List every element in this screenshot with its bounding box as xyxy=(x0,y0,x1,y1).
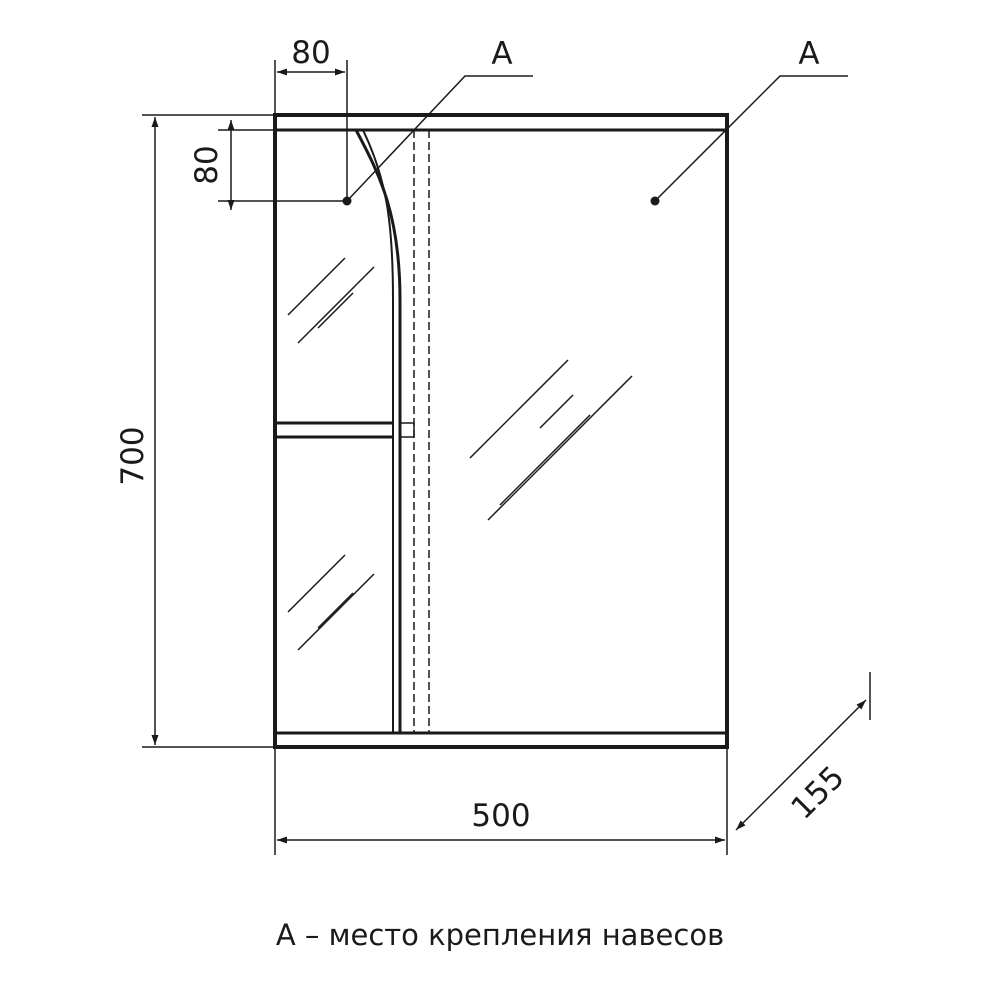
dim-depth-line xyxy=(735,699,867,831)
marker-label-left: A xyxy=(491,36,512,72)
curved-side-panel-inner xyxy=(362,129,394,733)
dim-depth-text: 155 xyxy=(784,759,851,826)
dim-offset-x-text: 80 xyxy=(291,35,330,71)
mount-points: A A xyxy=(342,36,848,206)
leader-left xyxy=(346,75,533,202)
dim-depth xyxy=(735,672,871,831)
dim-width-text: 500 xyxy=(471,798,530,834)
cabinet-body xyxy=(273,113,729,749)
cabinet-outline xyxy=(273,113,729,749)
dim-height-text: 700 xyxy=(115,426,151,485)
hinge-notch xyxy=(400,422,415,438)
dim-offset-x xyxy=(274,60,348,201)
curved-side-panel xyxy=(354,129,402,733)
legend-caption: A – место крепления навесов xyxy=(275,918,725,952)
dim-height xyxy=(142,114,275,748)
dim-width xyxy=(274,747,728,855)
dim-offset-y-text: 80 xyxy=(189,145,225,184)
leader-right xyxy=(654,75,848,202)
dim-offset-y xyxy=(218,120,347,210)
mirror-glare xyxy=(287,257,633,651)
marker-label-right: A xyxy=(798,36,819,72)
